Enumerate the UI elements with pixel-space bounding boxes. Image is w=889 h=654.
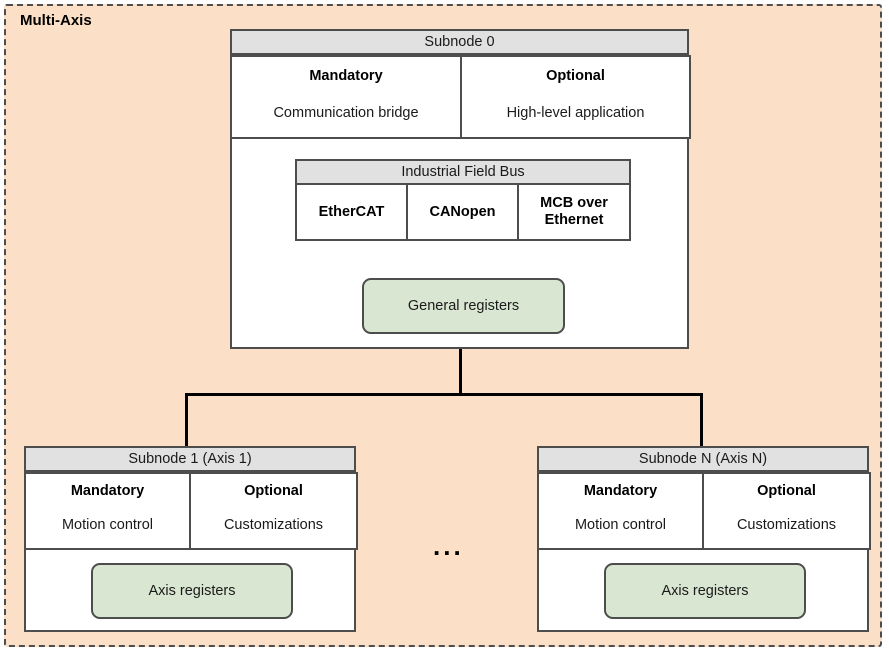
subnode-0-optional-cell: Optional High-level application	[460, 55, 691, 139]
connector-horizontal-bus	[185, 393, 703, 396]
multi-axis-title: Multi-Axis	[20, 12, 92, 29]
subnode-1-axis-registers-box: Axis registers	[91, 563, 293, 619]
subnode-0-box: Subnode 0 Mandatory Communication bridge…	[230, 29, 691, 349]
subnode-0-mandatory-cell: Mandatory Communication bridge	[230, 55, 462, 139]
multi-axis-container: Multi-Axis Subnode 0 Mandatory Communica…	[4, 4, 882, 647]
subnode-0-optional-subtitle: High-level application	[506, 105, 645, 121]
subnode-n-optional-cell: Optional Customizations	[702, 472, 871, 550]
subnode-1-mandatory-cell: Mandatory Motion control	[24, 472, 191, 550]
subnode-n-optional-subtitle: Customizations	[736, 517, 837, 533]
subnode-1-optional-title: Optional	[244, 483, 303, 499]
subnode-n-header: Subnode N (Axis N)	[537, 446, 869, 472]
subnode-1-optional-cell: Optional Customizations	[189, 472, 358, 550]
fieldbus-option-canopen: CANopen	[406, 183, 519, 241]
subnode-n-mandatory-title: Mandatory	[583, 483, 658, 499]
subnode-n-axis-registers-box: Axis registers	[604, 563, 806, 619]
fieldbus-option-mcb-over-ethernet: MCB over Ethernet	[517, 183, 631, 241]
subnode-1-optional-subtitle: Customizations	[223, 517, 324, 533]
subnode-n-optional-title: Optional	[757, 483, 816, 499]
fieldbus-option-ethercat: EtherCAT	[295, 183, 408, 241]
connector-drop-subnode-n	[700, 393, 703, 446]
subnode-1-mandatory-title: Mandatory	[70, 483, 145, 499]
subnode-n-mandatory-subtitle: Motion control	[574, 517, 667, 533]
subnodes-ellipsis: ...	[433, 531, 464, 561]
subnode-0-mandatory-subtitle: Communication bridge	[273, 105, 419, 121]
subnode-n-box: Subnode N (Axis N) Mandatory Motion cont…	[537, 446, 871, 632]
connector-drop-subnode-1	[185, 393, 188, 446]
subnode-0-header: Subnode 0	[230, 29, 689, 55]
subnode-0-mandatory-title: Mandatory	[309, 68, 383, 84]
general-registers-box: General registers	[362, 278, 565, 334]
subnode-0-optional-title: Optional	[546, 68, 605, 84]
industrial-field-bus-header: Industrial Field Bus	[295, 159, 631, 185]
subnode-1-mandatory-subtitle: Motion control	[61, 517, 154, 533]
connector-stem-vertical	[459, 342, 462, 395]
subnode-1-box: Subnode 1 (Axis 1) Mandatory Motion cont…	[24, 446, 358, 632]
subnode-1-header: Subnode 1 (Axis 1)	[24, 446, 356, 472]
subnode-n-mandatory-cell: Mandatory Motion control	[537, 472, 704, 550]
